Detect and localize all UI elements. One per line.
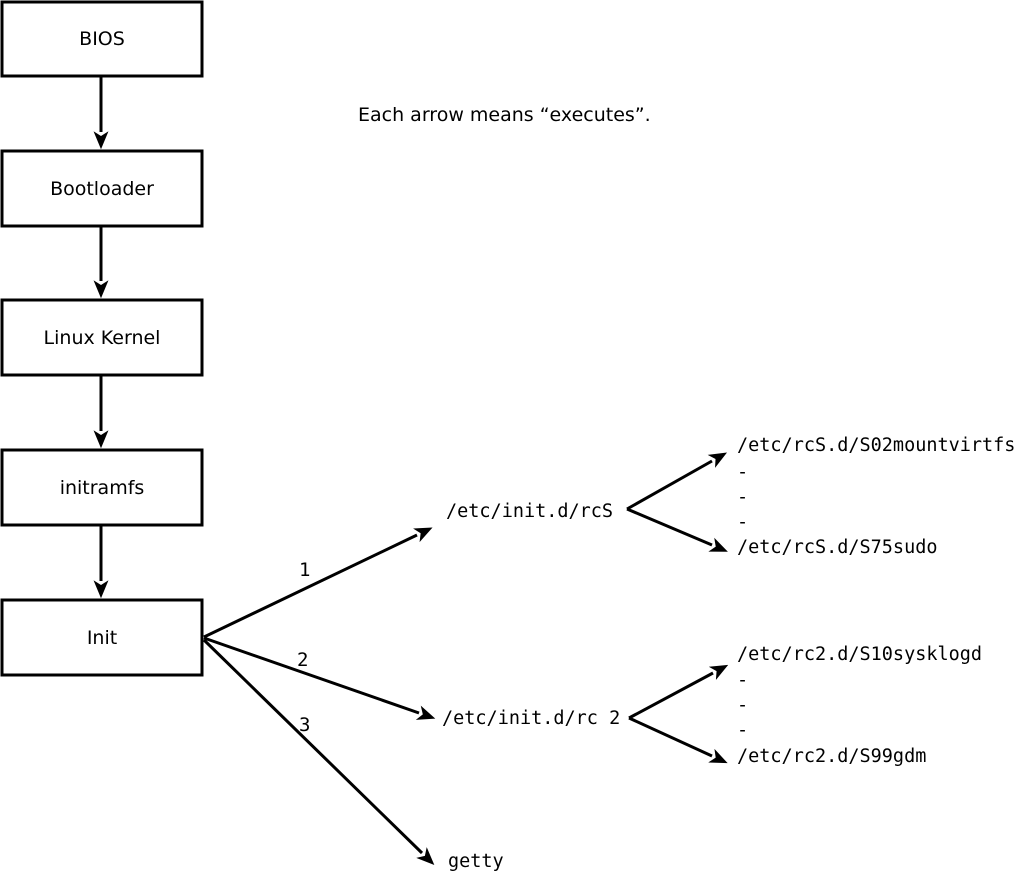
arrow-rc2-to-s10-icon [628, 664, 729, 720]
label-rc2-script: /etc/init.d/rc 2 [442, 708, 620, 729]
box-label-init: Init [87, 627, 117, 649]
rcs-child-ellipsis-2: - [737, 487, 748, 508]
box-init [0, 598, 204, 677]
rcs-child-s75sudo: /etc/rcS.d/S75sudo [737, 537, 937, 558]
box-bootloader [0, 149, 204, 228]
arrow-init-to-rcs-icon [203, 527, 433, 639]
branch-number-3: 3 [299, 714, 310, 736]
note-text: Each arrow means “executes”. [358, 104, 651, 126]
arrow-init-to-getty-icon [202, 638, 435, 866]
rc2-child-s99gdm: /etc/rc2.d/S99gdm [737, 746, 926, 767]
arrow-rc2-to-s99-icon [628, 716, 728, 764]
branch-number-2: 2 [297, 649, 308, 671]
box-label-linux-kernel: Linux Kernel [44, 327, 161, 349]
box-initramfs [0, 448, 204, 527]
rcs-child-ellipsis-3: - [737, 512, 748, 533]
arrow-init-to-rc2-icon [203, 636, 436, 720]
rc2-child-ellipsis-2: - [737, 695, 748, 716]
box-linux-kernel [0, 298, 204, 377]
box-label-initramfs: initramfs [60, 477, 145, 499]
rcs-child-ellipsis-1: - [737, 462, 748, 483]
label-getty: getty [448, 851, 504, 872]
box-label-bios: BIOS [79, 28, 125, 50]
rc2-child-ellipsis-1: - [737, 670, 748, 691]
rc2-child-s10sysklogd: /etc/rc2.d/S10sysklogd [737, 644, 982, 665]
box-bios [0, 0, 204, 78]
box-label-bootloader: Bootloader [50, 178, 154, 200]
branch-number-1: 1 [299, 559, 310, 581]
rcs-child-s02mountvirtfs: /etc/rcS.d/S02mountvirtfs [737, 435, 1015, 456]
arrow-rcs-to-s75-icon [626, 507, 728, 552]
arrow-rcs-to-s02-icon [626, 452, 728, 511]
rc2-child-ellipsis-3: - [737, 720, 748, 741]
label-rcs-script: /etc/init.d/rcS [446, 501, 613, 522]
